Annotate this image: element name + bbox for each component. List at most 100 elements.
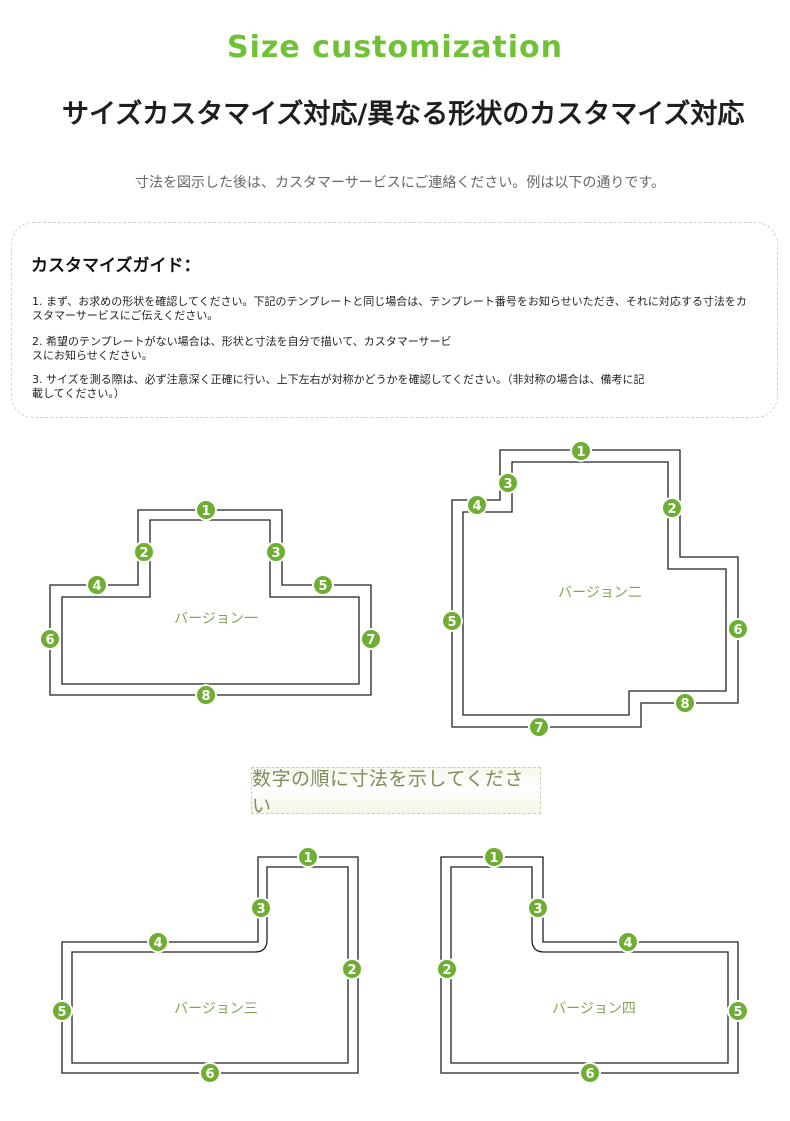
number-badge: 8 (674, 692, 696, 714)
number-badge-circle (51, 1000, 73, 1022)
number-badge-circle (39, 628, 61, 650)
number-badge: 5 (727, 1000, 749, 1022)
number-badge-label: 7 (534, 721, 543, 736)
number-badge-label: 3 (503, 477, 512, 492)
number-badge-circle (147, 931, 169, 953)
number-badge-circle (466, 494, 488, 516)
number-badge-label: 4 (92, 579, 101, 594)
customization-guide-box: カスタマイズガイド： 1. まず、お求めの形状を確認してください。下記のテンプレ… (11, 222, 778, 418)
number-badge-circle (527, 897, 549, 919)
number-badge-circle (579, 1062, 601, 1084)
number-badge: 8 (195, 684, 217, 706)
number-badge-label: 4 (623, 936, 632, 951)
number-badge-circle (674, 692, 696, 714)
heading-jp: サイズカスタマイズ対応/異なる形状のカスタマイズ対応 (62, 99, 745, 130)
number-badge-circle (441, 610, 463, 632)
guide-item-2: 2. 希望のテンプレートがない場合は、形状と寸法を自分で描いて、カスタマーサービ… (32, 335, 452, 362)
version-label-1: バージョン一 (174, 611, 258, 627)
number-badge-label: 6 (45, 633, 54, 648)
number-badge-circle (86, 574, 108, 596)
number-badge-circle (528, 716, 550, 738)
guide-title: カスタマイズガイド： (31, 256, 201, 276)
shape-1-inner (61, 519, 360, 685)
number-badge: 3 (250, 897, 272, 919)
number-badge: 2 (133, 541, 155, 563)
number-badge-label: 4 (472, 499, 481, 514)
number-badge: 5 (441, 610, 463, 632)
number-badge: 2 (436, 958, 458, 980)
number-badge-circle (483, 846, 505, 868)
number-badge: 1 (195, 499, 217, 521)
number-badge: 2 (341, 958, 363, 980)
number-badge-label: 1 (489, 851, 498, 866)
shape-4-outer (440, 856, 739, 1074)
number-badge: 6 (579, 1062, 601, 1084)
number-badge-label: 1 (303, 851, 312, 866)
number-badge: 4 (86, 574, 108, 596)
number-badge: 6 (39, 628, 61, 650)
intro-text: 寸法を図示した後は、カスタマーサービスにご連絡ください。例は以下の通りです。 (134, 175, 666, 191)
number-badge-circle (312, 574, 334, 596)
version-label-2: バージョン二 (558, 585, 642, 601)
number-badge-label: 2 (347, 963, 356, 978)
shape-3-outer (61, 856, 359, 1074)
badge-layer: 1 2 3 4 5 6 7 8 1 2 3 4 5 6 7 8 1 2 3 4 5 6 1 2 3 4 5 6 (39, 440, 749, 1084)
number-badge: 5 (312, 574, 334, 596)
number-badge: 4 (466, 494, 488, 516)
number-badge-circle (661, 497, 683, 519)
guide-item-3: 3. サイズを測る際は、必ず注意深く正確に行い、上下左右が対称かどうかを確認して… (32, 373, 645, 400)
number-badge-label: 7 (366, 633, 375, 648)
number-badge-label: 3 (256, 902, 265, 917)
number-badge: 3 (527, 897, 549, 919)
number-badge-label: 6 (585, 1067, 594, 1082)
shape-1-outer (49, 509, 372, 696)
number-badge-circle (727, 1000, 749, 1022)
number-badge-circle (297, 846, 319, 868)
number-badge-label: 1 (576, 445, 585, 460)
number-badge-label: 6 (733, 623, 742, 638)
shape-2-inner (462, 461, 727, 716)
number-badge-circle (195, 499, 217, 521)
number-badge-label: 8 (680, 697, 689, 712)
number-badge-label: 5 (733, 1005, 742, 1020)
number-badge-label: 2 (667, 502, 676, 517)
guide-item-1: 1. まず、お求めの形状を確認してください。下記のテンプレートと同じ場合は、テン… (32, 295, 747, 322)
number-badge-circle (341, 958, 363, 980)
number-badge-circle (436, 958, 458, 980)
number-badge: 7 (360, 628, 382, 650)
number-badge: 6 (199, 1062, 221, 1084)
number-badge-label: 1 (201, 504, 210, 519)
number-badge-circle (265, 541, 287, 563)
number-badge: 6 (727, 618, 749, 640)
number-badge-label: 3 (533, 902, 542, 917)
number-badge: 1 (297, 846, 319, 868)
number-badge-label: 3 (271, 546, 280, 561)
number-badge: 4 (147, 931, 169, 953)
number-badge-circle (199, 1062, 221, 1084)
number-badge: 3 (265, 541, 287, 563)
version-label-4: バージョン四 (552, 1001, 636, 1017)
version-label-3: バージョン三 (174, 1001, 258, 1017)
number-badge: 1 (483, 846, 505, 868)
number-badge-label: 2 (442, 963, 451, 978)
number-badge-circle (727, 618, 749, 640)
number-badge: 2 (661, 497, 683, 519)
number-badge-label: 4 (153, 936, 162, 951)
number-badge-label: 6 (205, 1067, 214, 1082)
number-badge: 7 (528, 716, 550, 738)
number-badge: 4 (617, 931, 639, 953)
number-badge: 1 (570, 440, 592, 462)
number-badge-label: 5 (318, 579, 327, 594)
number-badge-circle (360, 628, 382, 650)
number-badge-label: 2 (139, 546, 148, 561)
number-badge: 3 (497, 472, 519, 494)
number-badge-label: 5 (57, 1005, 66, 1020)
number-badge: 5 (51, 1000, 73, 1022)
number-badge-circle (617, 931, 639, 953)
number-badge-circle (133, 541, 155, 563)
number-badge-circle (497, 472, 519, 494)
instruction-banner: 数字の順に寸法を示してください (251, 767, 541, 817)
heading-en: Size customization (227, 30, 563, 65)
number-badge-label: 5 (447, 615, 456, 630)
